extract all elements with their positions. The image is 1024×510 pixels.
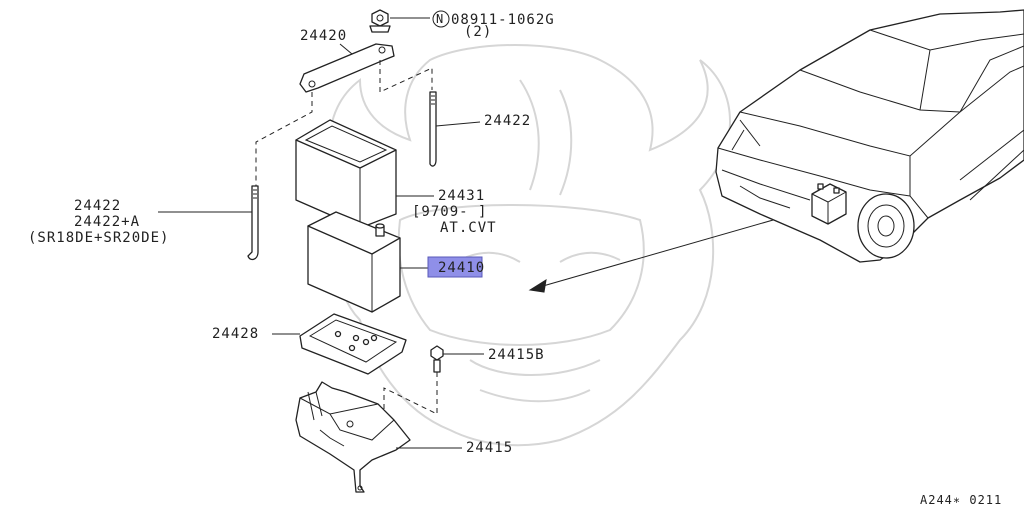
hold-frame-label[interactable]: 24420 bbox=[300, 28, 347, 44]
battery-pad-part[interactable] bbox=[299, 313, 407, 375]
nut-part[interactable] bbox=[369, 9, 391, 33]
battery-cover-label[interactable]: 24431 bbox=[438, 188, 485, 204]
hold-frame-leader bbox=[339, 43, 353, 55]
rod-left-label-line2[interactable]: 24422+A bbox=[74, 214, 140, 230]
battery-label[interactable]: 24410 bbox=[438, 260, 485, 276]
nut-number-label: 08911-1062G bbox=[451, 12, 555, 28]
battery-tray-part[interactable] bbox=[295, 381, 411, 493]
rod-right-part[interactable] bbox=[429, 91, 437, 167]
bolt-part[interactable] bbox=[430, 345, 444, 373]
location-arrow bbox=[528, 209, 809, 293]
rod-left-part[interactable] bbox=[247, 185, 259, 261]
battery-cover-note-range: [9709- ] bbox=[412, 204, 487, 220]
diagram-code-label: A244∗ 0211 bbox=[920, 493, 1002, 507]
hold-frame-part[interactable] bbox=[299, 43, 395, 93]
nut-qty-label: (2) bbox=[464, 24, 492, 40]
battery-cover-note-trans: AT.CVT bbox=[440, 220, 497, 236]
bolt-label[interactable]: 24415B bbox=[488, 347, 545, 363]
battery-label-highlight bbox=[427, 256, 483, 278]
nut-callout[interactable]: N 08911-1062G bbox=[432, 10, 555, 28]
rod-left-label-line3: (SR18DE+SR20DE) bbox=[28, 230, 169, 246]
assembly-line-right bbox=[379, 60, 433, 93]
rod-right-leader bbox=[435, 121, 481, 127]
nut-symbol: N bbox=[436, 12, 444, 26]
battery-tray-label[interactable]: 24415 bbox=[466, 440, 513, 456]
battery-pad-label[interactable]: 24428 bbox=[212, 326, 259, 342]
rod-left-label-line1[interactable]: 24422 bbox=[74, 198, 121, 214]
assembly-line-left bbox=[255, 92, 313, 186]
car-illustration bbox=[715, 9, 1024, 263]
battery-cover-part[interactable] bbox=[295, 119, 397, 229]
battery-part[interactable] bbox=[307, 211, 401, 313]
rod-right-label[interactable]: 24422 bbox=[484, 113, 531, 129]
